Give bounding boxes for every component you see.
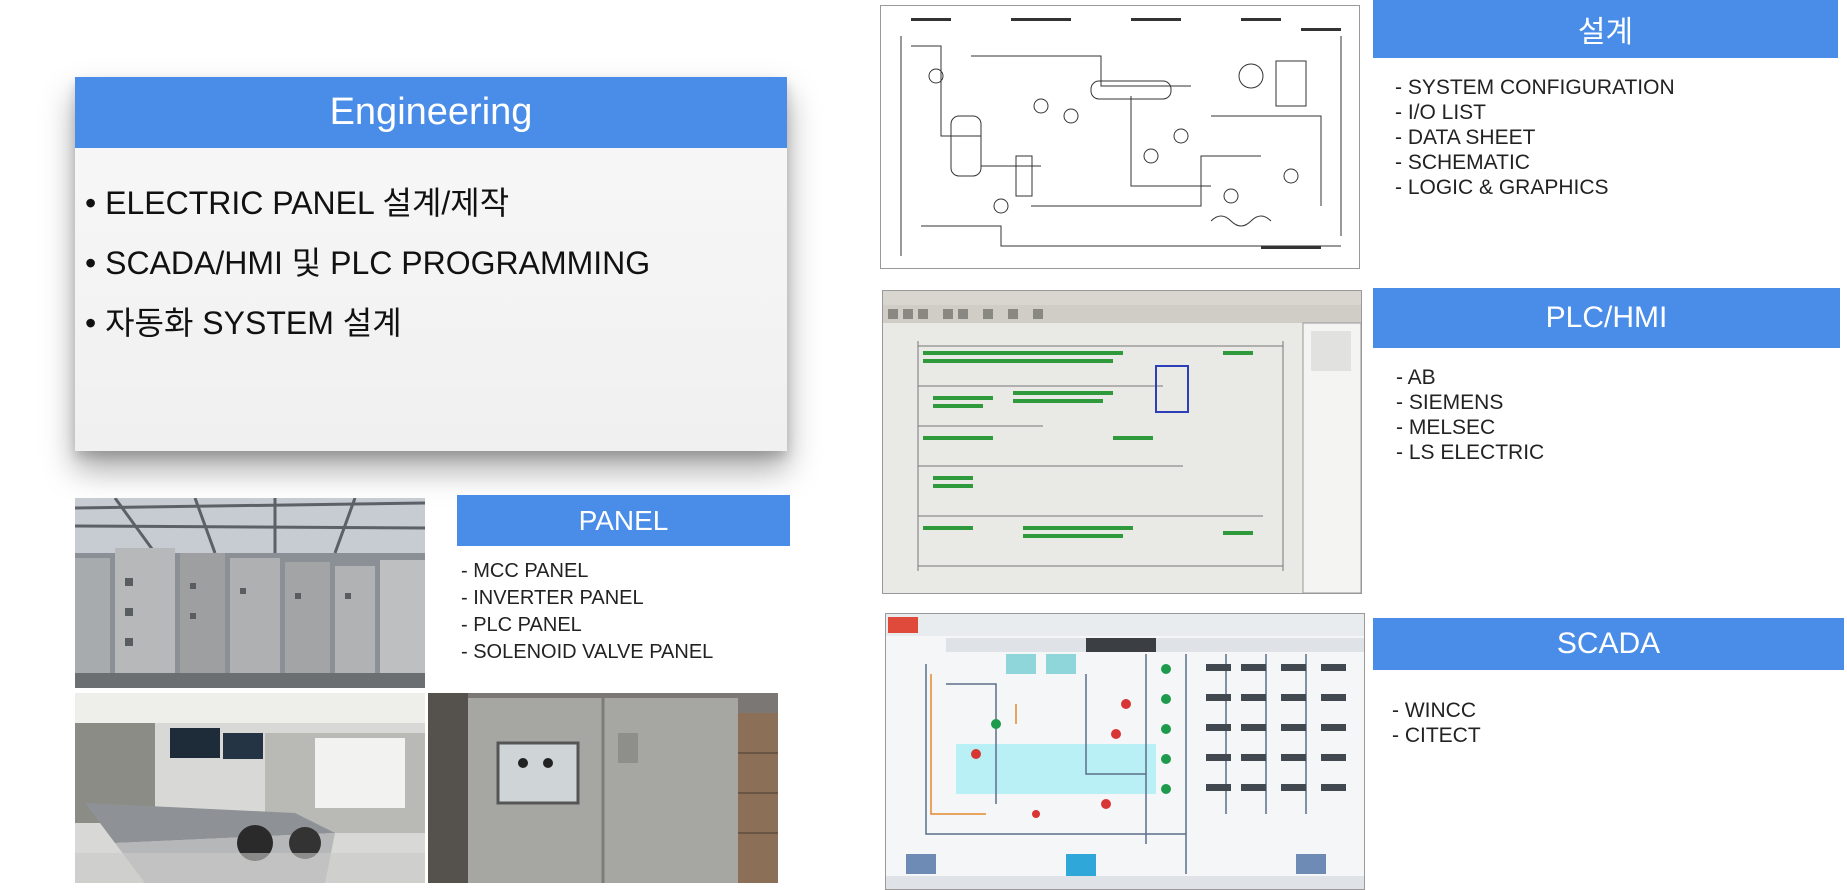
panel-item: - MCC PANEL [461, 560, 589, 582]
design-title: 설계 [1373, 0, 1838, 58]
design-item: - SCHEMATIC [1395, 151, 1530, 174]
scada-title: SCADA [1373, 618, 1844, 670]
plc-hmi-list: - AB - SIEMENS - MELSEC - LS ELECTRIC [1396, 365, 1544, 465]
scada-item: - CITECT [1392, 724, 1481, 747]
pid-schematic-drawing [880, 5, 1360, 269]
mcc-panel-photo [75, 498, 425, 688]
scada-process-screen [885, 613, 1365, 890]
scada-item: - WINCC [1392, 699, 1476, 722]
plc-hmi-title: PLC/HMI [1373, 288, 1840, 348]
plc-hmi-item: - AB [1396, 366, 1436, 389]
plc-hmi-item: - MELSEC [1396, 416, 1496, 439]
plc-ladder-logic-screen [882, 290, 1362, 594]
design-item: - DATA SHEET [1395, 126, 1536, 149]
design-item: - I/O LIST [1395, 101, 1487, 124]
panel-list: - MCC PANEL - INVERTER PANEL - PLC PANEL… [461, 558, 713, 666]
scada-list: - WINCC - CITECT [1392, 698, 1481, 748]
engineering-list: • ELECTRIC PANEL 설계/제작 • SCADA/HMI 및 PLC… [85, 187, 650, 367]
engineering-card: Engineering • ELECTRIC PANEL 설계/제작 • SCA… [75, 77, 787, 451]
engineering-item: • SCADA/HMI 및 PLC PROGRAMMING [85, 245, 651, 281]
engineering-title: Engineering [75, 77, 787, 148]
design-item: - SYSTEM CONFIGURATION [1395, 76, 1675, 99]
plc-hmi-item: - SIEMENS [1396, 391, 1504, 414]
plc-cabinet-photo [428, 693, 778, 883]
engineering-item: • ELECTRIC PANEL 설계/제작 [85, 185, 510, 221]
plc-hmi-item: - LS ELECTRIC [1396, 441, 1545, 464]
panel-item: - INVERTER PANEL [461, 587, 644, 609]
design-item: - LOGIC & GRAPHICS [1395, 176, 1609, 199]
panel-title: PANEL [457, 495, 790, 546]
panel-item: - SOLENOID VALVE PANEL [461, 641, 714, 663]
panel-item: - PLC PANEL [461, 614, 582, 636]
engineering-item: • 자동화 SYSTEM 설계 [85, 305, 402, 341]
design-list: - SYSTEM CONFIGURATION - I/O LIST - DATA… [1395, 75, 1675, 200]
control-room-photo [75, 693, 425, 883]
